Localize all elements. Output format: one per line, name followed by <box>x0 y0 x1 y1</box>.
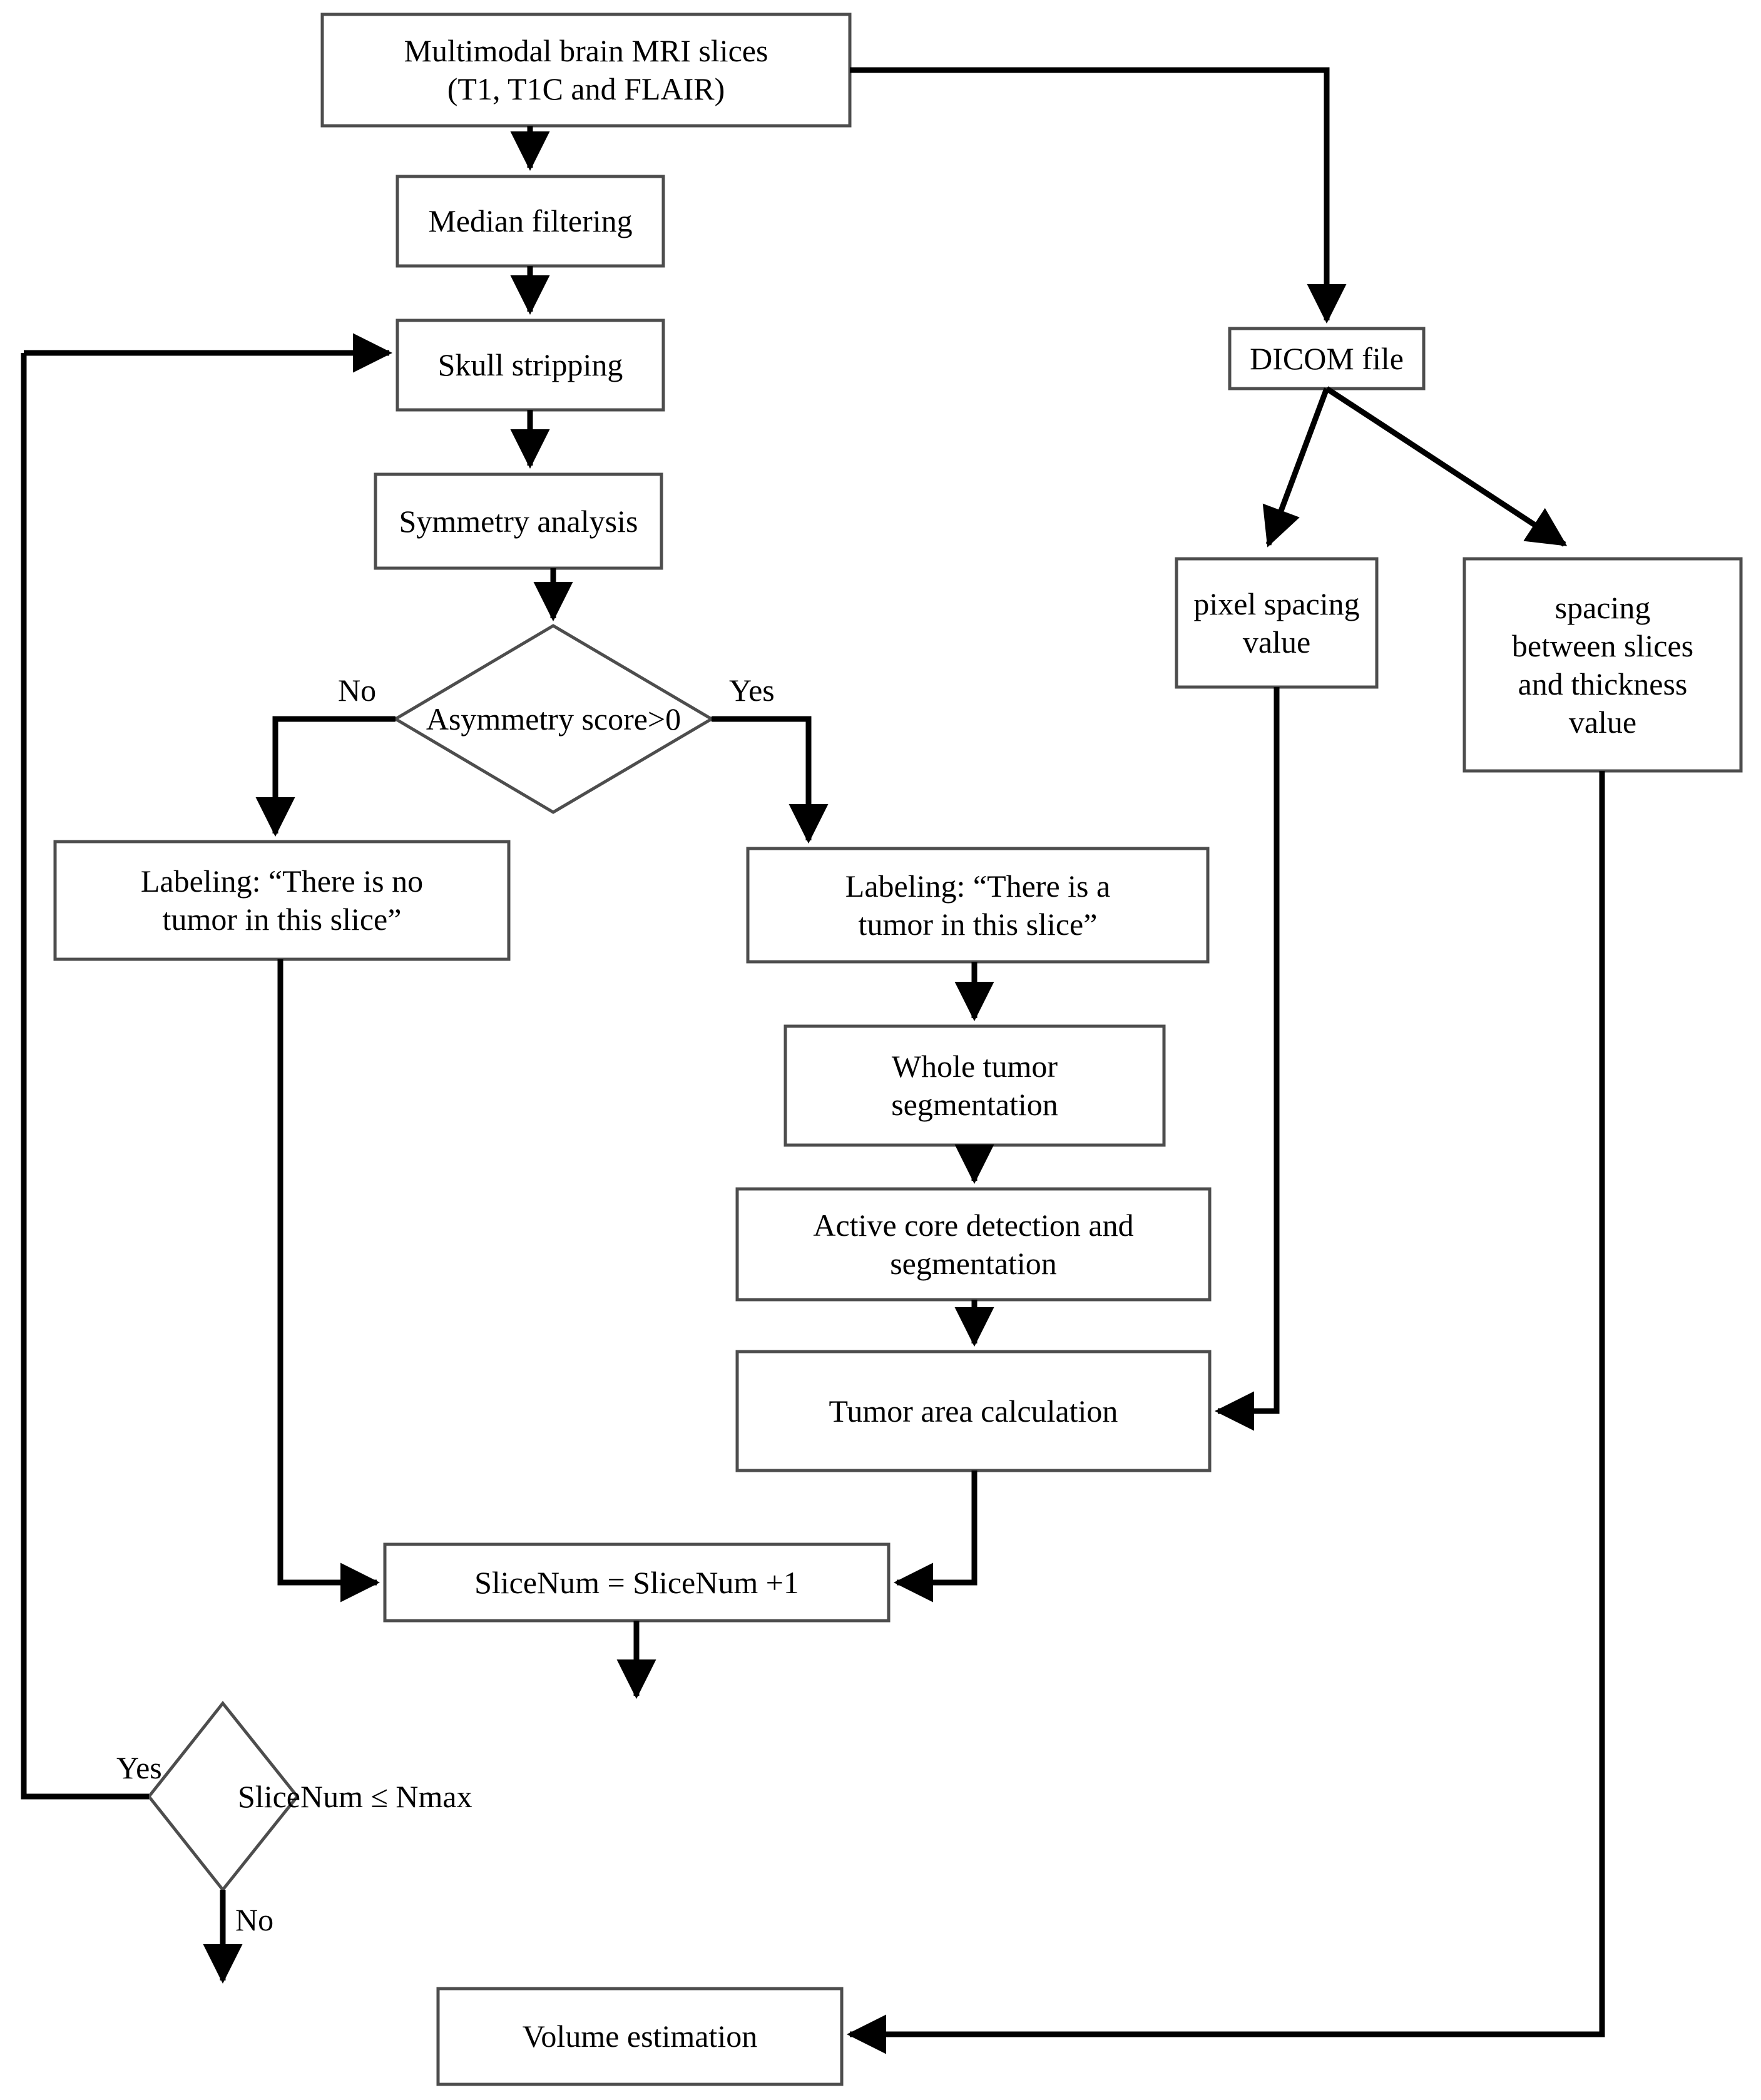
edge-decision-yes <box>712 716 829 844</box>
edge-label-slice-yes: Yes <box>116 1750 162 1785</box>
node-input-slices <box>320 13 852 128</box>
node-skull-stripping <box>396 319 665 412</box>
node-median-filtering <box>396 175 665 268</box>
node-slice-increment <box>383 1542 891 1623</box>
edge-label-slice-no: No <box>235 1902 274 1937</box>
node-pixel-spacing <box>1175 557 1379 689</box>
edge-nolabel-to-slicenum <box>277 959 380 1603</box>
node-whole-tumor-segmentation <box>784 1024 1166 1147</box>
node-volume-estimation <box>436 1987 844 2086</box>
node-slice-decision <box>146 1700 300 1893</box>
edge-decision-no <box>255 716 396 837</box>
edge-slicedecision-yes-run <box>21 353 149 1800</box>
node-asymmetry-decision <box>392 624 715 814</box>
edge-pixel-to-area <box>1214 687 1280 1431</box>
edge-area-to-slicenum <box>893 1471 977 1603</box>
edge-spacing-to-volume <box>846 771 1605 2054</box>
node-tumor-area <box>735 1350 1212 1472</box>
edge-input-to-dicom <box>850 67 1347 324</box>
edge-label-asymmetry-yes: Yes <box>729 673 775 708</box>
node-slice-spacing <box>1462 557 1743 773</box>
edge-dicom-to-pixel <box>1262 387 1330 548</box>
node-label-no-tumor <box>53 840 511 961</box>
edge-dicom-to-spacing <box>1325 386 1568 547</box>
node-label-tumor <box>746 847 1210 964</box>
node-symmetry-analysis <box>374 472 663 570</box>
node-dicom-file <box>1228 327 1426 390</box>
edge-label-asymmetry-no: No <box>338 673 377 708</box>
node-active-core <box>735 1187 1212 1302</box>
